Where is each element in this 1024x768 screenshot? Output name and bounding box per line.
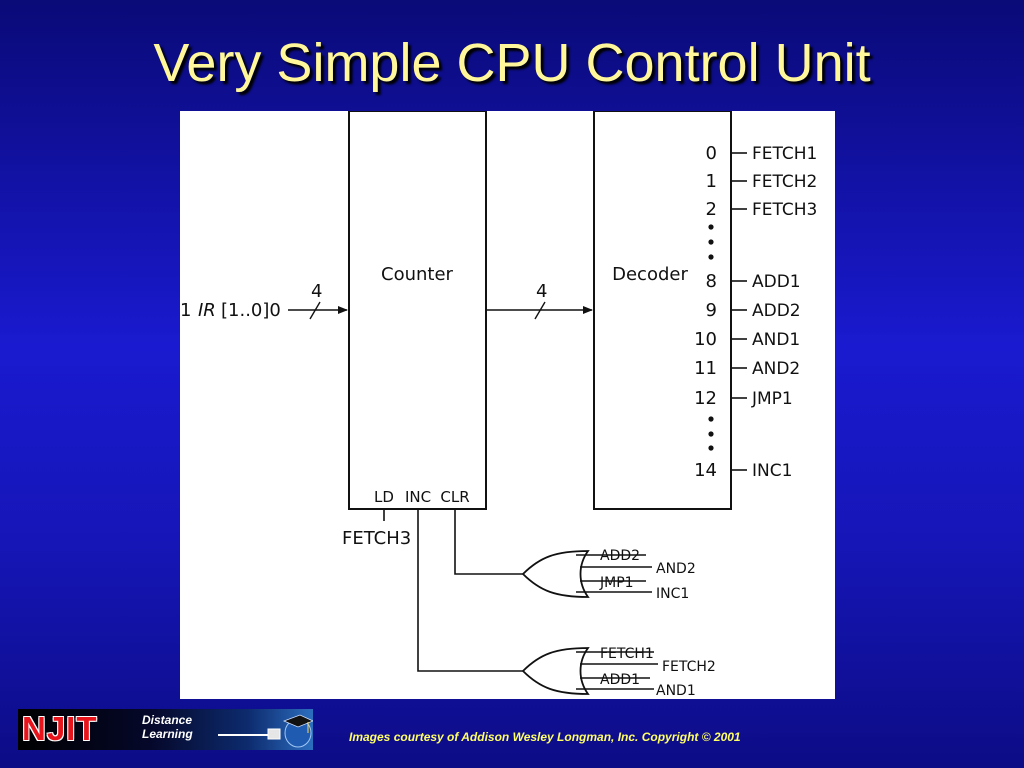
diagram-canvas: 1 IR [1..0]0 4 Counter LD INC CLR 4 Deco… xyxy=(180,111,817,699)
decoder-signal: JMP1 xyxy=(751,389,793,409)
or-gate-inc-input: FETCH1 xyxy=(600,646,654,662)
decoder-index: 12 xyxy=(694,388,717,409)
counter-block xyxy=(348,111,487,510)
decoder-signal: AND2 xyxy=(752,359,800,379)
decoder-signal: FETCH3 xyxy=(752,200,817,220)
decoder-signal: ADD1 xyxy=(752,272,801,292)
or-gate-clr-input: JMP1 xyxy=(599,575,634,591)
logo-name: NJIT xyxy=(22,710,98,747)
or-gate-inc xyxy=(521,647,590,695)
logo-line-2: Learning xyxy=(142,727,193,741)
counter-label: Counter xyxy=(381,264,454,285)
decoder-signal: AND1 xyxy=(752,330,800,350)
decoder-signal: INC1 xyxy=(752,461,792,481)
decoder-index: 8 xyxy=(706,271,717,292)
decoder-index: 2 xyxy=(706,199,717,220)
or-gate-clr xyxy=(521,550,590,598)
or-gate-clr-inputs xyxy=(576,554,652,593)
decoder-ellipsis-lower xyxy=(708,416,714,451)
counter-decoder-bus-slash xyxy=(534,301,546,320)
counter-pin-inc: INC xyxy=(405,488,431,506)
decoder-index: 0 xyxy=(706,143,717,164)
decoder-signal: ADD2 xyxy=(752,301,801,321)
counter-pin-ld: LD xyxy=(374,488,394,506)
decoder-signal: FETCH2 xyxy=(752,172,817,192)
inc-wire xyxy=(417,509,523,672)
njit-logo: NJIT Distance Learning xyxy=(18,709,313,750)
control-unit-diagram: 1 IR [1..0]0 4 Counter LD INC CLR 4 Deco… xyxy=(180,111,835,699)
or-gate-clr-input: AND2 xyxy=(656,561,696,577)
or-gate-inc-input: AND1 xyxy=(656,683,696,699)
or-gate-inc-input: ADD1 xyxy=(600,672,640,688)
decoder-index: 10 xyxy=(694,329,717,350)
counter-pin-clr: CLR xyxy=(440,488,469,506)
decoder-index: 14 xyxy=(694,460,717,481)
or-gate-inc-input: FETCH2 xyxy=(662,659,716,675)
decoder-label: Decoder xyxy=(612,264,688,285)
decoder-ellipsis-upper xyxy=(708,224,714,260)
or-gate-inc-inputs xyxy=(576,651,658,690)
input-ir-label: IR xyxy=(198,300,216,321)
counter-decoder-bus-width: 4 xyxy=(536,281,547,302)
or-gate-clr-input: INC1 xyxy=(656,586,689,602)
graduation-cap-icon xyxy=(218,714,313,748)
decoder-output-lines xyxy=(731,152,747,471)
decoder-index: 9 xyxy=(706,300,717,321)
input-ir-bits: [1..0]0 xyxy=(221,300,281,321)
decoder-index: 11 xyxy=(694,358,717,379)
slide-title: Very Simple CPU Control Unit xyxy=(153,33,871,93)
decoder-signal: FETCH1 xyxy=(752,144,817,164)
clr-wire xyxy=(454,509,523,575)
ld-signal-label: FETCH3 xyxy=(342,528,411,549)
input-bus-slash xyxy=(309,301,321,320)
decoder-index: 1 xyxy=(706,171,717,192)
logo-line-1: Distance xyxy=(142,713,193,727)
image-credit: Images courtesy of Addison Wesley Longma… xyxy=(349,730,741,744)
or-gate-clr-input: ADD2 xyxy=(600,548,640,564)
input-prefix: 1 xyxy=(180,300,191,321)
input-bus-width: 4 xyxy=(311,281,322,302)
